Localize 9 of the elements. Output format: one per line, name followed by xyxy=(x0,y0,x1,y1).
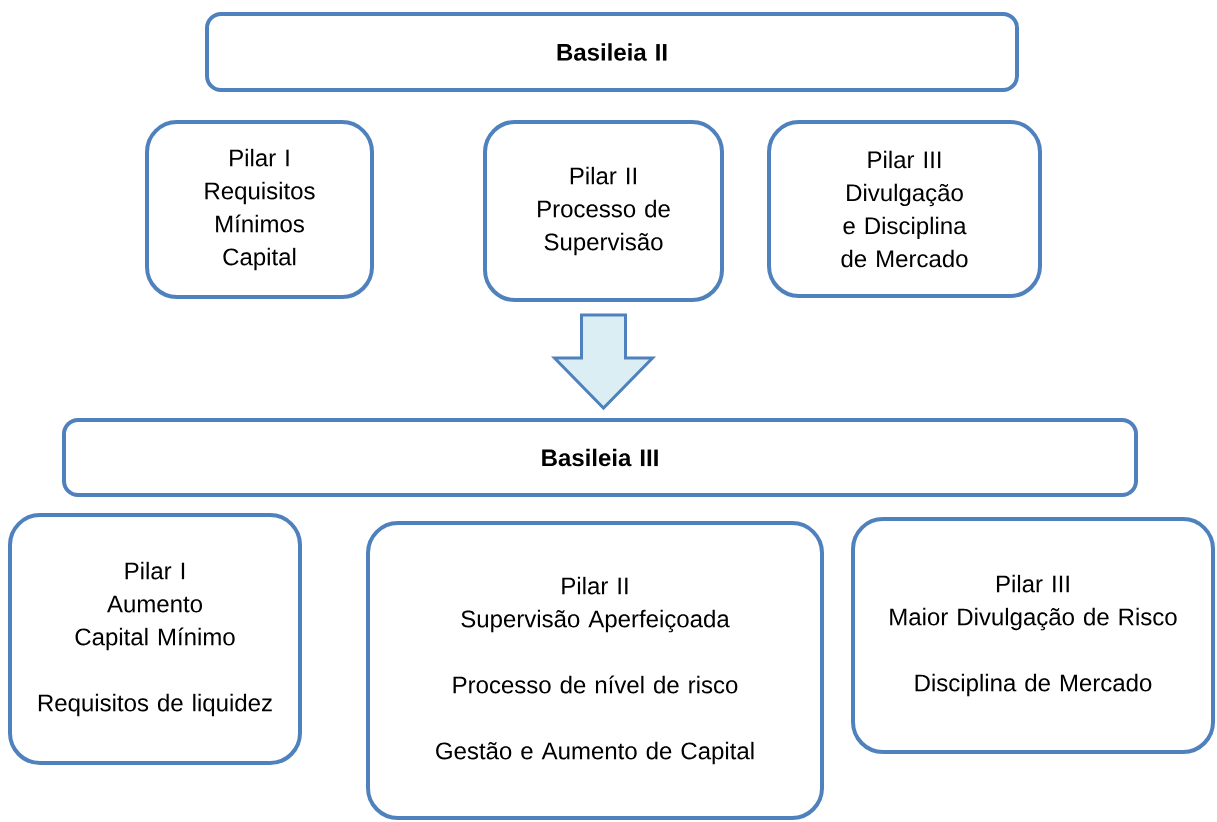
title-box: Basileia III xyxy=(62,418,1138,497)
title-box: Basileia II xyxy=(205,12,1019,92)
pillar-box: Pilar I Requisitos Mínimos Capital xyxy=(145,120,374,299)
block-arrow xyxy=(550,313,657,411)
pillar-box: Pilar III Divulgação e Disciplina de Mercado xyxy=(767,120,1042,298)
pillar-box: Pilar III Maior Divulgação de Risco Disciplina de Mercado xyxy=(851,517,1215,754)
pillar-box: Pilar I Aumento Capital Mínimo Requisitos de liquidez xyxy=(8,513,302,765)
pillar-box: Pilar II Processo de Supervisão xyxy=(483,120,724,302)
pillar-box: Pilar II Supervisão Aperfeiçoada Processo de nível de risco Gestão e Aumento de Capital xyxy=(366,521,824,820)
